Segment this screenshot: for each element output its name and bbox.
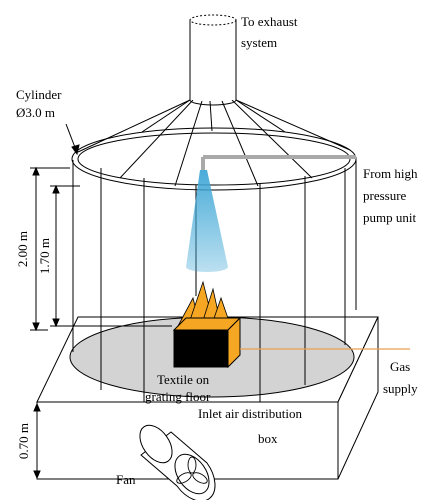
exhaust-label-line1: To exhaust (241, 14, 298, 29)
hood-cables (77, 99, 351, 187)
height-0-70-label: 0.70 m (16, 423, 31, 459)
height-1-70-label: 1.70 m (37, 238, 52, 274)
cylinder-label-line1: Cylinder (16, 87, 62, 102)
textile-label-line2: grating floor (145, 389, 211, 404)
dimension-lines (30, 123, 172, 480)
spray-pipe (201, 155, 356, 170)
pump-label-line2: pressure (363, 188, 407, 203)
cylinder-label-line2: Ø3.0 m (16, 105, 55, 120)
gas-supply-label-line1: Gas (390, 359, 410, 374)
textile-block (172, 316, 242, 369)
pump-label-line1: From high (363, 166, 418, 181)
inlet-box-label-line1: Inlet air distribution (198, 406, 302, 421)
exhaust-chimney (189, 14, 237, 106)
cylinder-rods (72, 160, 357, 402)
inlet-box-label-line2: box (258, 431, 278, 446)
textile-label-line1: Textile on (157, 372, 210, 387)
water-spray-cone (186, 170, 228, 272)
fan-label: Fan (116, 472, 136, 487)
gas-supply-label-line2: supply (383, 381, 418, 396)
exhaust-label-line2: system (241, 35, 277, 50)
height-2-00-label: 2.00 m (15, 231, 30, 267)
fan-icon (139, 424, 216, 500)
pump-label-line3: pump unit (363, 210, 416, 225)
